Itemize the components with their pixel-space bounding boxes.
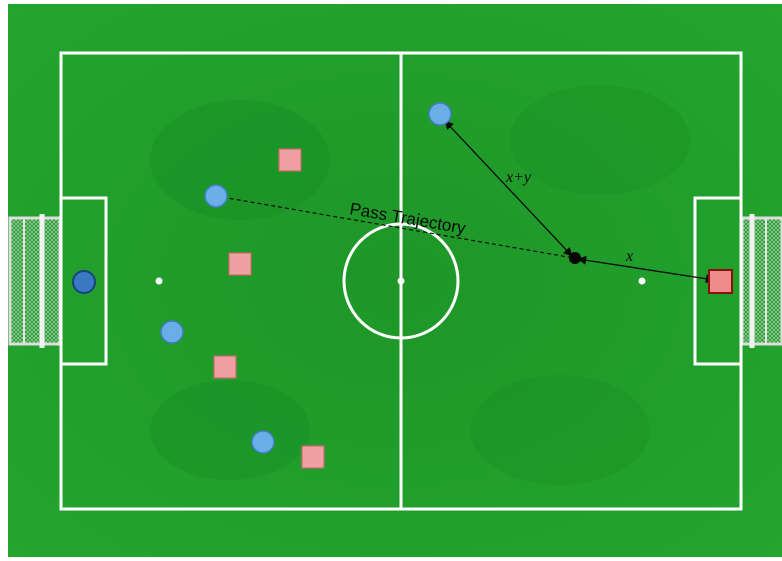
- red-player: [302, 446, 324, 468]
- ball: [569, 252, 581, 264]
- grass-shade-patch: [150, 380, 310, 480]
- grass-shade-patch: [150, 100, 330, 220]
- left-goal: [10, 214, 60, 348]
- blue-goalkeeper: [73, 271, 95, 293]
- center-spot: [398, 278, 405, 285]
- right-penalty-spot: [639, 278, 646, 285]
- blue-player: [205, 185, 227, 207]
- blue-player: [252, 431, 274, 453]
- left-penalty-spot: [156, 278, 163, 285]
- red-goalkeeper: [709, 270, 732, 293]
- blue-player: [429, 103, 451, 125]
- grass-shade-patch: [470, 375, 650, 485]
- blue-player: [161, 321, 183, 343]
- right-goal: [742, 214, 782, 348]
- grass-background: [8, 4, 782, 557]
- distance-label-x: x: [625, 248, 633, 265]
- grass-shade-patch: [510, 85, 690, 195]
- red-player: [279, 149, 301, 171]
- distance-label-x-plus-y: x+y: [505, 169, 532, 186]
- red-player: [229, 253, 251, 275]
- red-player: [214, 356, 236, 378]
